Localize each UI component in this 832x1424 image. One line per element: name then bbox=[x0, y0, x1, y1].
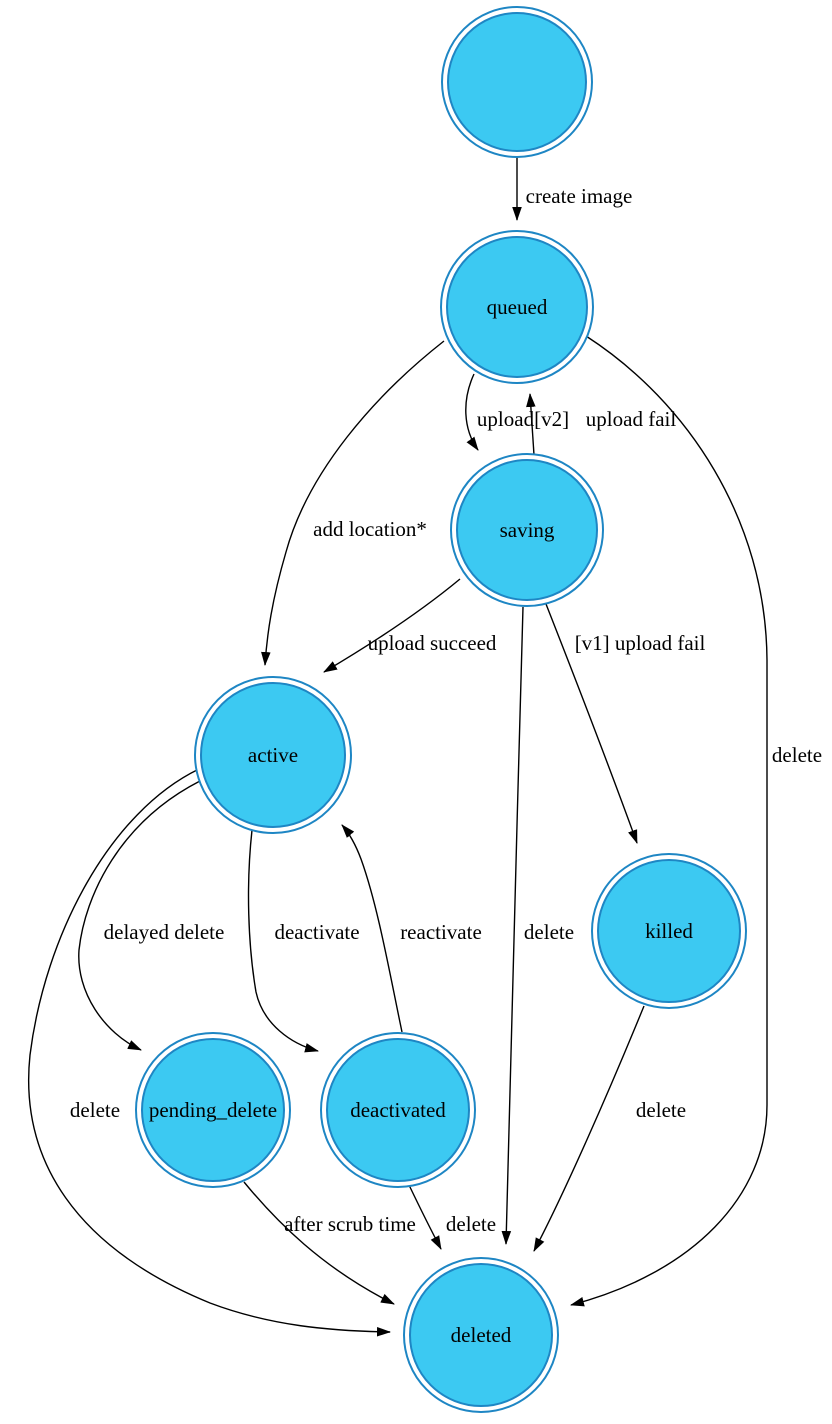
edge-label-deactivated-deleted: delete bbox=[446, 1212, 496, 1236]
state-node-queued: queued bbox=[440, 230, 594, 384]
state-label-active: active bbox=[248, 743, 298, 767]
state-label-pending_delete: pending_delete bbox=[149, 1098, 277, 1122]
state-node-inner-circle-killed bbox=[597, 859, 741, 1003]
edge-label-killed-deleted: delete bbox=[636, 1098, 686, 1122]
edge-label-queued-deleted: delete bbox=[772, 743, 822, 767]
edge-label-queued-saving: upload[v2] bbox=[477, 407, 569, 431]
edge-saving-active bbox=[323, 578, 461, 673]
edge-label-saving-active: upload succeed bbox=[368, 631, 497, 655]
state-node-inner-circle-start bbox=[447, 12, 587, 152]
state-node-deactivated: deactivated bbox=[320, 1032, 476, 1188]
state-label-killed: killed bbox=[645, 919, 693, 943]
edge-active-pending_delete bbox=[78, 780, 201, 1051]
state-node-inner-circle-active bbox=[200, 682, 346, 828]
edge-label-active-deleted: delete bbox=[70, 1098, 120, 1122]
edge-label-active-pending_delete: delayed delete bbox=[104, 920, 225, 944]
state-node-inner-circle-queued bbox=[446, 236, 588, 378]
edge-label-saving-killed: [v1] upload fail bbox=[575, 631, 706, 655]
edge-saving-queued bbox=[526, 393, 536, 456]
edge-active-deleted bbox=[28, 768, 391, 1337]
edge-deactivated-deleted bbox=[408, 1184, 442, 1250]
edge-saving-deleted bbox=[501, 606, 524, 1245]
edge-label-start-queued: create image bbox=[526, 184, 633, 208]
edge-label-queued-active: add location* bbox=[313, 517, 427, 541]
edge-label-saving-queued: upload fail bbox=[586, 407, 677, 431]
state-node-inner-circle-saving bbox=[456, 459, 598, 601]
edge-label-saving-deleted: delete bbox=[524, 920, 574, 944]
edge-deactivated-active bbox=[341, 824, 403, 1033]
edge-queued-saving bbox=[465, 373, 479, 451]
edge-label-active-deactivated: deactivate bbox=[274, 920, 359, 944]
state-node-deleted: deleted bbox=[403, 1257, 559, 1413]
edge-queued-deleted bbox=[570, 335, 768, 1307]
state-node-pending_delete: pending_delete bbox=[135, 1032, 291, 1188]
edge-active-deactivated bbox=[247, 829, 319, 1053]
state-label-deleted: deleted bbox=[451, 1323, 512, 1347]
edge-killed-deleted bbox=[533, 1005, 645, 1252]
state-label-saving: saving bbox=[500, 518, 555, 542]
state-node-saving: saving bbox=[450, 453, 604, 607]
edge-saving-killed bbox=[545, 603, 638, 844]
state-label-queued: queued bbox=[487, 295, 548, 319]
edge-label-deactivated-active: reactivate bbox=[400, 920, 482, 944]
state-node-inner-circle-deactivated bbox=[326, 1038, 470, 1182]
state-node-killed: killed bbox=[591, 853, 747, 1009]
state-node-inner-circle-deleted bbox=[409, 1263, 553, 1407]
edge-label-pending_delete-deleted: after scrub time bbox=[284, 1212, 416, 1236]
edge-pending_delete-deleted bbox=[243, 1181, 395, 1305]
state-label-deactivated: deactivated bbox=[350, 1098, 446, 1122]
state-node-start bbox=[441, 6, 593, 158]
state-node-inner-circle-pending_delete bbox=[141, 1038, 285, 1182]
edge-queued-active bbox=[261, 340, 445, 666]
state-node-active: active bbox=[194, 676, 352, 834]
